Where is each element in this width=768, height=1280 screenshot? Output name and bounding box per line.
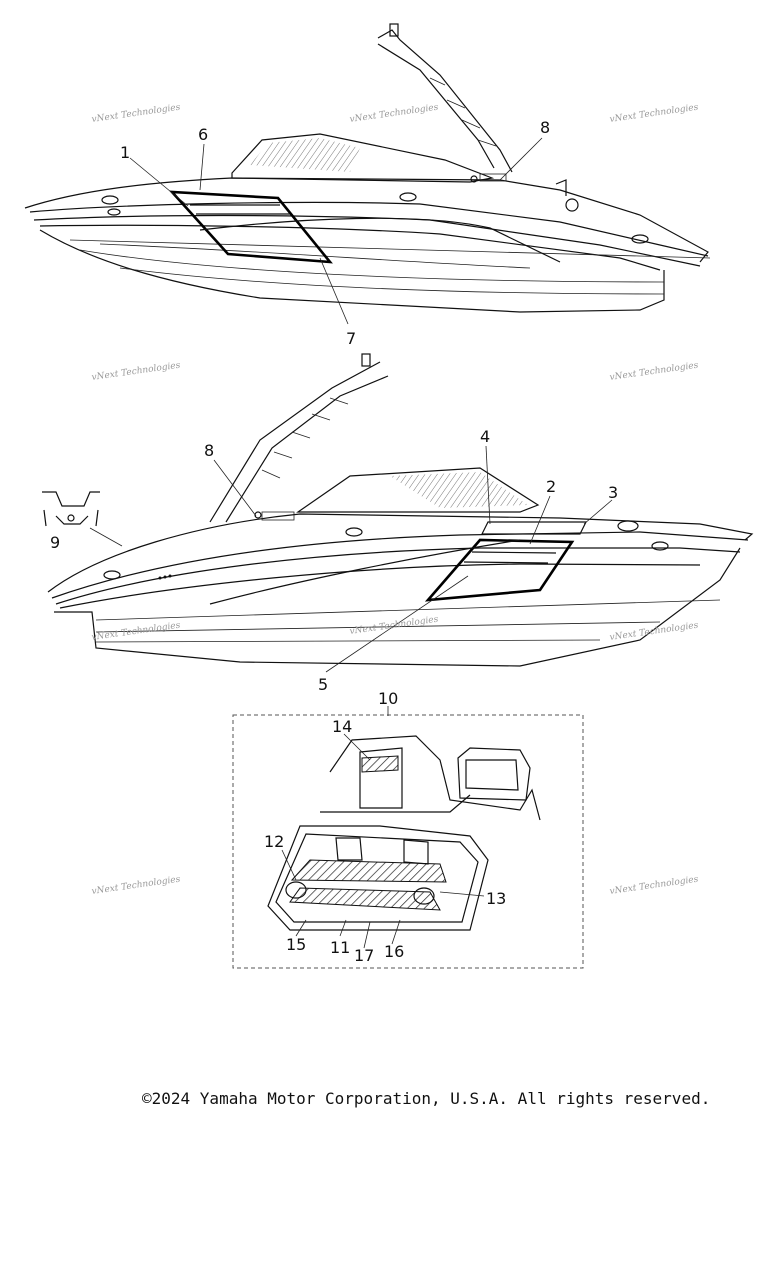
watermark: vNext Technologies (349, 103, 439, 125)
callout-13: 13 (486, 889, 506, 908)
boat-bottom-view (47, 353, 754, 667)
callout-14: 14 (332, 717, 352, 736)
callout-16: 16 (384, 942, 404, 961)
callout-3: 3 (608, 483, 618, 502)
callout-1: 1 (120, 143, 130, 162)
watermark: vNext Technologies (349, 615, 439, 637)
callout-17: 17 (354, 946, 374, 965)
callout-2: 2 (546, 477, 556, 496)
watermark: vNext Technologies (91, 621, 181, 643)
watermark: vNext Technologies (91, 875, 181, 897)
watermark: vNext Technologies (609, 875, 699, 897)
callout-6: 6 (198, 125, 208, 144)
leader-lines (129, 137, 613, 949)
callout-labels: 1 2 3 4 5 6 7 8 8 9 10 11 12 13 14 15 16… (50, 118, 618, 965)
watermark: vNext Technologies (609, 621, 699, 643)
watermark: vNext Technologies (91, 103, 181, 125)
detail-9-inset (42, 491, 123, 547)
callout-7: 7 (346, 329, 356, 348)
boat-top-view (24, 23, 711, 313)
callout-15: 15 (286, 935, 306, 954)
callout-10: 10 (378, 689, 398, 708)
copyright-notice: ©2024 Yamaha Motor Corporation, U.S.A. A… (142, 1089, 711, 1108)
watermark: vNext Technologies (609, 361, 699, 383)
callout-8-top: 8 (540, 118, 550, 137)
watermark: vNext Technologies (91, 361, 181, 383)
interior-detail-box (232, 714, 584, 969)
callout-12: 12 (264, 832, 284, 851)
watermark: vNext Technologies (609, 103, 699, 125)
callout-8-bottom: 8 (204, 441, 214, 460)
callout-4: 4 (480, 427, 490, 446)
callout-5: 5 (318, 675, 328, 694)
callout-9: 9 (50, 533, 60, 552)
callout-11: 11 (330, 938, 350, 957)
